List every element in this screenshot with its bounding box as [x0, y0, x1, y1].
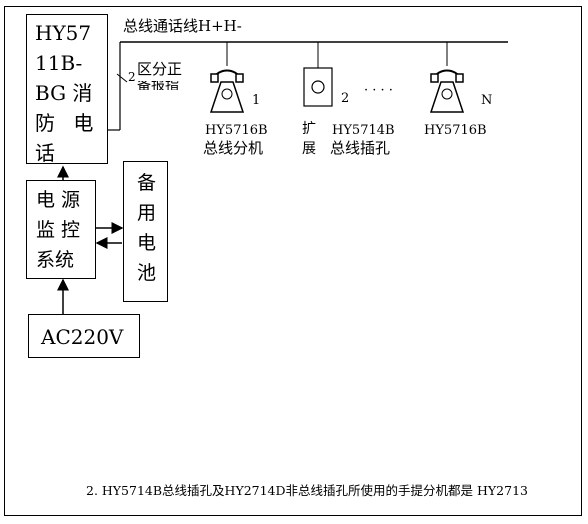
power-monitor-line-2: 监 控	[36, 219, 81, 241]
device-1-index: 1	[252, 93, 261, 108]
device-2-index: 2	[341, 91, 350, 106]
battery-line-2: 用	[137, 202, 157, 224]
device-1-desc: 总线分机	[203, 139, 264, 157]
zone-label-2-clip: 备报指	[137, 81, 185, 90]
controller-line-1: HY57	[35, 21, 92, 45]
controller-line-5: 话	[35, 141, 55, 164]
footnote: 2. HY5714B总线插孔及HY2714D非总线插孔所使用的手提分机都是 HY…	[86, 483, 528, 498]
controller-box: HY57 11B- BG 消 防 电 话	[26, 14, 108, 164]
device-2-side-note-2: 展	[302, 141, 316, 157]
device-1-model: HY5716B	[205, 123, 268, 138]
ac-source-box: AC220V	[28, 314, 140, 358]
power-monitor-box: 电 源 监 控 系统	[26, 180, 96, 279]
bus-label: 总线通话线H+H-	[123, 17, 242, 35]
controller-line-3: BG 消	[35, 81, 93, 105]
handset-icon	[209, 69, 245, 113]
zone-tick	[116, 73, 128, 83]
ac-source-label: AC220V	[41, 325, 124, 349]
battery-line-1: 备	[137, 172, 157, 194]
handset-icon	[429, 69, 465, 113]
backup-battery-box: 备 用 电 池	[123, 161, 168, 302]
device-n-index: N	[481, 93, 493, 108]
battery-line-3: 电	[137, 232, 157, 254]
zone-label: 区分正	[137, 60, 183, 78]
jack-icon	[303, 67, 333, 107]
device-n-model: HY5716B	[424, 123, 487, 138]
zone-label-2: 备报指	[137, 81, 179, 90]
zone-number: 2	[128, 70, 136, 84]
power-monitor-line-1: 电 源	[36, 189, 81, 211]
device-2-desc: 总线插孔	[330, 139, 391, 157]
controller-line-2: 11B-	[35, 51, 83, 75]
controller-line-4: 防 电	[35, 111, 100, 135]
ellipsis: · · · ·	[364, 83, 393, 98]
power-monitor-line-3: 系统	[36, 249, 75, 271]
diagram-frame	[4, 6, 582, 516]
device-2-side-note-1: 扩	[302, 121, 316, 137]
battery-line-4: 池	[137, 262, 157, 284]
device-2-model: HY5714B	[332, 123, 395, 138]
